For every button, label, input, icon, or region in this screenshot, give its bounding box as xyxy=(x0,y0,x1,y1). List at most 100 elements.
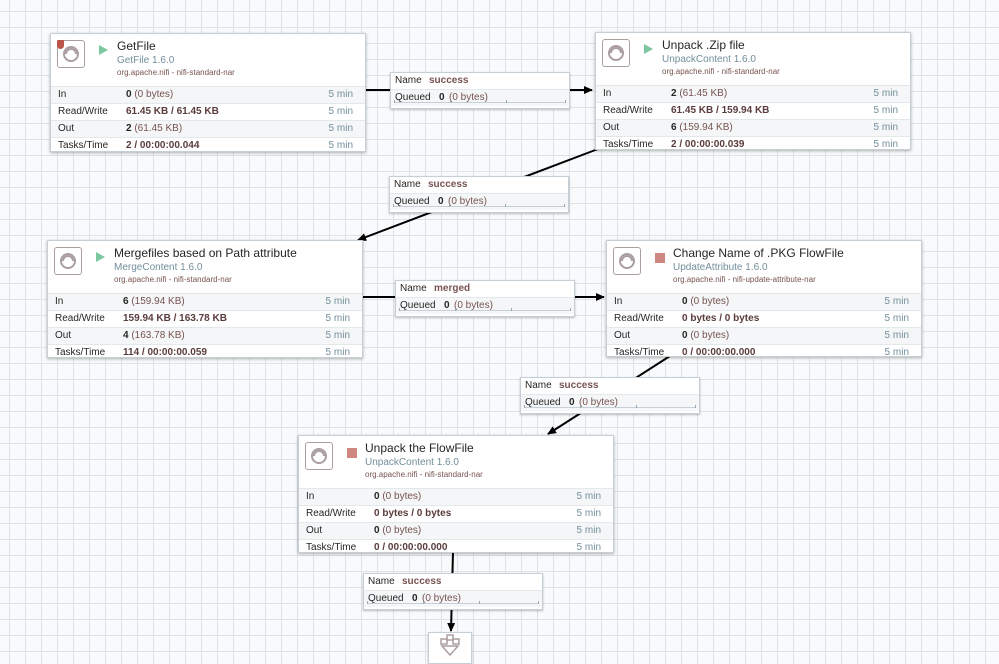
connection-name: merged xyxy=(434,283,471,294)
queued-size: (0 bytes) xyxy=(449,92,488,103)
stat-label: Out xyxy=(306,525,323,536)
stat-label: Read/Write xyxy=(58,106,108,117)
processor-name: Unpack the FlowFile xyxy=(365,441,474,455)
connection-field-label: Queued xyxy=(525,397,561,408)
stat-label: Read/Write xyxy=(306,508,356,519)
stat-window: 5 min xyxy=(884,330,909,341)
queued-count: 0 xyxy=(412,593,418,604)
queue-progress-bar xyxy=(524,405,696,410)
stat-label: Read/Write xyxy=(603,105,653,116)
queued-size: (0 bytes) xyxy=(454,300,493,311)
stat-row-in: In 0 (0 bytes) 5 min xyxy=(299,489,613,506)
queue-progress-bar xyxy=(393,204,565,209)
run-icon xyxy=(96,252,105,262)
stat-window: 5 min xyxy=(325,330,350,341)
queued-count: 0 xyxy=(569,397,575,408)
stat-label: In xyxy=(55,296,64,307)
stat-label: Tasks/Time xyxy=(614,347,665,358)
stat-window: 5 min xyxy=(873,105,898,116)
connection-field-label: Queued xyxy=(395,92,431,103)
stat-row-tasks-time: Tasks/Time 2 / 00:00:00.044 5 min xyxy=(51,138,365,154)
processor-type: UnpackContent 1.6.0 xyxy=(662,54,756,65)
processor-unpack-zip[interactable]: Unpack .Zip file UnpackContent 1.6.0 org… xyxy=(595,32,911,150)
connection-field-label: Queued xyxy=(368,593,404,604)
queued-size: (0 bytes) xyxy=(448,196,487,207)
connection-name: success xyxy=(429,75,469,86)
processor-icon xyxy=(305,442,333,470)
stat-window: 5 min xyxy=(576,542,601,553)
stat-label: Out xyxy=(614,330,631,341)
queue-progress-bar xyxy=(367,601,539,606)
stat-value: 0 (0 bytes) xyxy=(374,525,422,536)
processor-name: Unpack .Zip file xyxy=(662,38,745,52)
run-icon xyxy=(644,44,653,54)
stat-label: In xyxy=(603,88,612,99)
stat-window: 5 min xyxy=(884,296,909,307)
processor-bundle: org.apache.nifi - nifi-standard-nar xyxy=(662,67,780,76)
stat-value: 0 (0 bytes) xyxy=(374,491,422,502)
queued-size: (0 bytes) xyxy=(422,593,461,604)
connection-name: success xyxy=(428,179,468,190)
stat-value: 0 (0 bytes) xyxy=(682,296,730,307)
funnel-icon[interactable] xyxy=(428,632,472,664)
connection-name: success xyxy=(559,380,599,391)
stat-value: 61.45 KB / 61.45 KB xyxy=(126,106,219,117)
queued-count: 0 xyxy=(444,300,450,311)
stat-label: In xyxy=(306,491,315,502)
stat-label: Tasks/Time xyxy=(58,140,109,151)
stat-window: 5 min xyxy=(328,106,353,117)
stat-value: 114 / 00:00:00.059 xyxy=(123,347,207,358)
processor-name: Change Name of .PKG FlowFile xyxy=(673,246,844,260)
stat-value: 0 bytes / 0 bytes xyxy=(374,508,452,519)
processor-header: Unpack the FlowFile UnpackContent 1.6.0 … xyxy=(299,436,613,489)
queued-size: (0 bytes) xyxy=(579,397,618,408)
processor-unpack-flowfile[interactable]: Unpack the FlowFile UnpackContent 1.6.0 … xyxy=(298,435,614,553)
connection-field-label: Queued xyxy=(394,196,430,207)
stat-window: 5 min xyxy=(576,508,601,519)
stat-label: Out xyxy=(55,330,72,341)
stat-row-read-write: Read/Write 61.45 KB / 61.45 KB 5 min xyxy=(51,104,365,121)
stat-label: Tasks/Time xyxy=(306,542,357,553)
stat-window: 5 min xyxy=(884,347,909,358)
processor-type: UnpackContent 1.6.0 xyxy=(365,457,459,468)
processor-type: GetFile 1.6.0 xyxy=(117,55,175,66)
stat-label: In xyxy=(58,89,67,100)
stat-value: 2 (61.45 KB) xyxy=(671,88,728,99)
processor-name: GetFile xyxy=(117,39,156,53)
processor-change-name[interactable]: Change Name of .PKG FlowFile UpdateAttri… xyxy=(606,240,922,358)
stat-label: Tasks/Time xyxy=(55,347,106,358)
processor-mergefiles[interactable]: Mergefiles based on Path attribute Merge… xyxy=(47,240,363,358)
stat-row-read-write: Read/Write 0 bytes / 0 bytes 5 min xyxy=(299,506,613,523)
stat-value: 2 / 00:00:00.044 xyxy=(126,140,200,151)
queue-progress-bar xyxy=(399,308,571,313)
stat-window: 5 min xyxy=(576,491,601,502)
processor-bundle: org.apache.nifi - nifi-standard-nar xyxy=(117,68,235,77)
stat-window: 5 min xyxy=(873,139,898,150)
restricted-badge-icon xyxy=(57,40,64,49)
stat-value: 0 (0 bytes) xyxy=(126,89,174,100)
connection-name: success xyxy=(402,576,442,587)
stat-window: 5 min xyxy=(328,123,353,134)
run-icon xyxy=(99,45,108,55)
stat-window: 5 min xyxy=(328,89,353,100)
stat-window: 5 min xyxy=(873,122,898,133)
processor-header: Unpack .Zip file UnpackContent 1.6.0 org… xyxy=(596,33,910,86)
stat-window: 5 min xyxy=(328,140,353,151)
processor-header: Mergefiles based on Path attribute Merge… xyxy=(48,241,362,294)
processor-getfile[interactable]: GetFile GetFile 1.6.0 org.apache.nifi - … xyxy=(50,33,366,152)
